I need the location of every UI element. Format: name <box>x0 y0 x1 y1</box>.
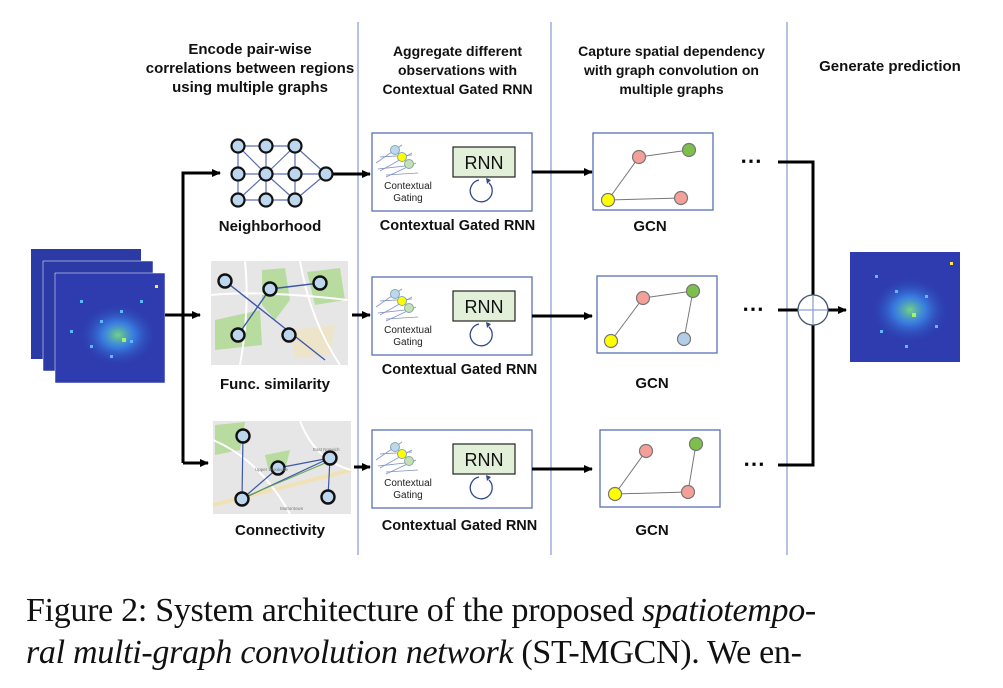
architecture-diagram: East Norwich Upper Brookville Muttontown… <box>31 22 960 555</box>
rnn-text: RNN <box>465 450 504 470</box>
header-line: with graph convolution on <box>584 62 759 78</box>
header-line: correlations between regions <box>145 60 355 77</box>
rnn-label: Contextual Gated RNN <box>381 362 538 378</box>
func-similarity-map <box>210 260 349 366</box>
gcn-node <box>603 333 619 349</box>
gcn-label: GCN <box>635 375 669 392</box>
header-line: Aggregate different <box>392 43 523 59</box>
graph-label-connectivity: Connectivity <box>234 522 325 539</box>
gcn-node <box>600 192 616 208</box>
gating-label: Contextual <box>384 478 432 489</box>
gcn-label: GCN <box>635 522 669 539</box>
rnn-text: RNN <box>465 297 504 317</box>
gating-label: Contextual <box>384 181 432 192</box>
gcn-box <box>596 275 718 354</box>
column-header-aggregate: Aggregate different observations with Co… <box>360 42 555 99</box>
caption-italic: spatiotempo- <box>641 592 816 629</box>
neighborhood-graph <box>230 138 334 208</box>
gcn-node <box>631 149 647 165</box>
rnn-label: Contextual Gated RNN <box>381 518 538 534</box>
column-header-encode: Encode pair-wise correlations between re… <box>120 40 380 97</box>
figure-caption: Figure 2: System architecture of the pro… <box>26 590 986 674</box>
header-line: using multiple graphs <box>172 79 328 96</box>
recurrent-loop-icon <box>469 179 493 203</box>
header-line: Contextual Gated RNN <box>382 81 533 97</box>
header-line: observations with <box>397 62 518 78</box>
graph-to-rnn-arrows <box>333 170 371 471</box>
header-line: multiple graphs <box>619 81 724 97</box>
header-line: Capture spatial dependency <box>578 43 765 59</box>
connectivity-map: East Norwich Upper Brookville Muttontown <box>212 420 352 515</box>
output-heatmap <box>850 252 960 362</box>
gcn-node <box>635 290 651 306</box>
rnn-cell <box>452 146 516 178</box>
header-line: Generate prediction <box>819 58 961 75</box>
recurrent-loop-icon <box>469 323 493 347</box>
rnn-label: Contextual Gated RNN <box>379 218 536 234</box>
map-label: Upper Brookville <box>255 467 289 472</box>
input-heatmap-stack <box>31 249 166 384</box>
sum-operator-icon <box>797 294 829 326</box>
gcn-node <box>638 443 654 459</box>
gcn-node <box>673 190 689 206</box>
gcn-label: GCN <box>633 218 667 235</box>
ellipsis: ⋯ <box>742 296 764 321</box>
gating-label: Gating <box>393 193 422 204</box>
recurrent-loop-icon <box>469 476 493 500</box>
merge-connectors <box>778 160 847 467</box>
map-label: Muttontown <box>280 506 304 511</box>
header-line: Encode pair-wise <box>188 41 312 58</box>
graph-label-neighborhood: Neighborhood <box>218 218 322 235</box>
gating-label: Gating <box>393 490 422 501</box>
gcn-node <box>685 283 701 299</box>
gcn-node <box>676 331 692 347</box>
rnn-text: RNN <box>465 153 504 173</box>
gcn-box <box>599 429 721 508</box>
ellipsis: ⋯ <box>740 148 762 173</box>
graph-label-func-similarity: Func. similarity <box>219 376 331 393</box>
map-label: East Norwich <box>313 447 340 452</box>
gcn-node <box>607 486 623 502</box>
gating-label: Gating <box>393 337 422 348</box>
column-header-capture: Capture spatial dependency with graph co… <box>553 42 790 99</box>
caption-suffix: (ST-MGCN). We en- <box>513 634 802 671</box>
gcn-node <box>681 142 697 158</box>
caption-prefix: Figure 2: System architecture of the pro… <box>26 592 642 629</box>
gcn-node <box>680 484 696 500</box>
rnn-cell <box>452 290 516 322</box>
rnn-cell <box>452 443 516 475</box>
column-header-generate: Generate prediction <box>790 57 990 76</box>
input-branch-connectors <box>165 169 221 467</box>
gcn-node <box>688 436 704 452</box>
caption-italic: ral multi-graph convolution network <box>26 634 514 671</box>
gating-label: Contextual <box>384 325 432 336</box>
ellipsis: ⋯ <box>743 451 765 476</box>
gcn-box <box>592 132 714 211</box>
